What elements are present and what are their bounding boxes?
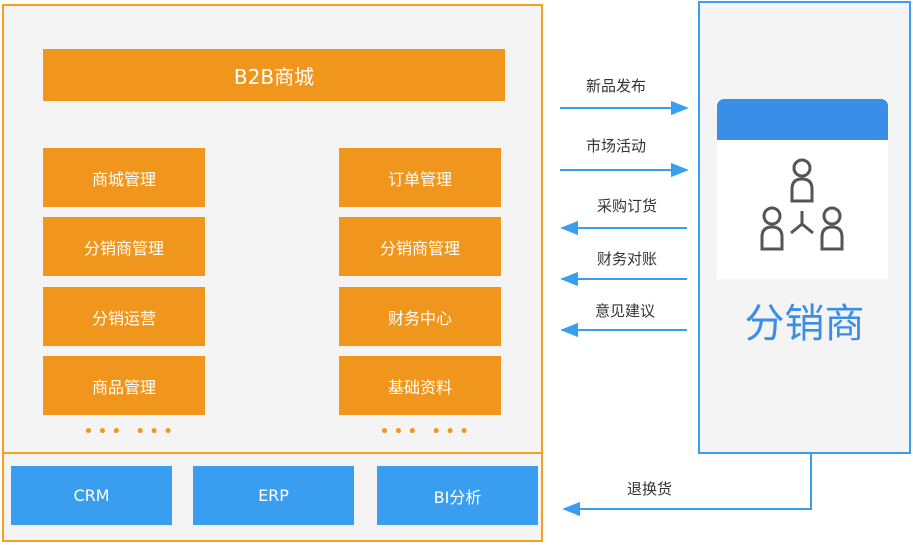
- module-distribution-operations: 分销运营: [43, 287, 205, 346]
- flow-label-new-product: 新品发布: [586, 77, 647, 95]
- flow-label-purchase-order: 采购订货: [597, 197, 658, 215]
- module-label: 财务中心: [387, 308, 452, 328]
- module-order-management: 订单管理: [339, 148, 501, 207]
- module-distributor-management-right: 分销商管理: [339, 217, 501, 276]
- module-label: 分销运营: [91, 308, 156, 328]
- module-label: 商品管理: [91, 377, 156, 397]
- module-distributor-management-left: 分销商管理: [43, 217, 205, 276]
- module-label: 分销商管理: [379, 238, 460, 258]
- people-network-icon: [760, 158, 844, 251]
- arrow-return-goods: [562, 454, 812, 517]
- system-label: CRM: [73, 486, 110, 505]
- module-label: 订单管理: [387, 169, 452, 189]
- module-label: 商城管理: [91, 169, 156, 189]
- system-label: BI分析: [433, 487, 482, 507]
- more-dots-left: ••• •••: [84, 424, 178, 440]
- system-crm: CRM: [11, 466, 172, 525]
- card-header: [717, 99, 888, 140]
- more-dots-right: ••• •••: [380, 424, 474, 440]
- module-label: 分销商管理: [83, 238, 164, 258]
- mall-title: B2B商城: [233, 64, 315, 89]
- flow-label-finance-reconcile: 财务对账: [597, 250, 658, 268]
- module-basic-data: 基础资料: [339, 356, 501, 415]
- panel-divider: [2, 452, 543, 454]
- system-erp: ERP: [193, 466, 354, 525]
- module-mall-management: 商城管理: [43, 148, 205, 207]
- mall-title-box: B2B商城: [43, 49, 505, 101]
- flow-label-return-goods: 退换货: [627, 480, 673, 498]
- module-label: 基础资料: [387, 377, 452, 397]
- distributor-card: [717, 99, 888, 279]
- system-label: ERP: [258, 486, 289, 505]
- flow-label-feedback: 意见建议: [595, 302, 656, 320]
- flow-label-market-activity: 市场活动: [586, 137, 647, 155]
- module-product-management: 商品管理: [43, 356, 205, 415]
- system-bi-analysis: BI分析: [377, 466, 538, 525]
- module-finance-center: 财务中心: [339, 287, 501, 346]
- distributor-label: 分销商: [744, 301, 865, 347]
